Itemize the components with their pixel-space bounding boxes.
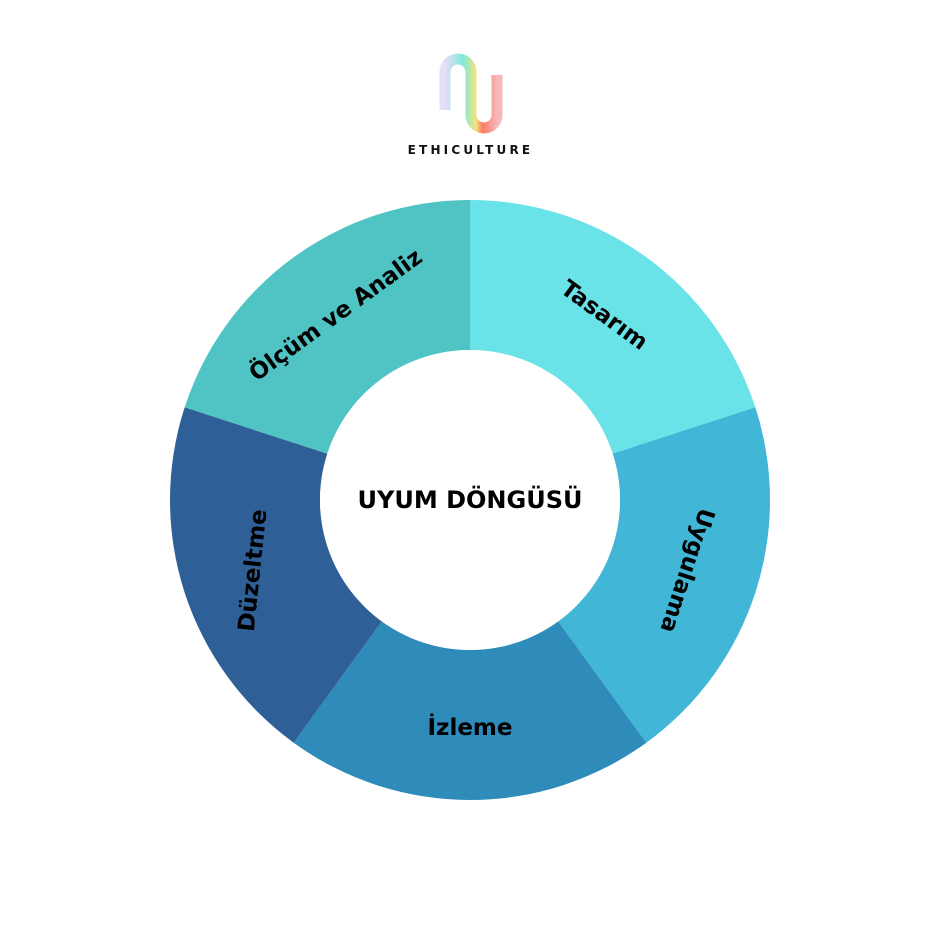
segment-3 xyxy=(293,621,647,800)
center-circle xyxy=(320,350,620,650)
cycle-title: UYUM DÖNGÜSÜ xyxy=(358,484,583,514)
brand-name: ETHICULTURE xyxy=(407,143,534,157)
segment-5 xyxy=(184,200,470,454)
segment-1 xyxy=(470,200,756,454)
segment-4 xyxy=(170,407,382,743)
segment-2 xyxy=(558,407,770,743)
ethiculture-logo-icon xyxy=(439,53,503,134)
segment-label: İzleme xyxy=(428,713,513,741)
